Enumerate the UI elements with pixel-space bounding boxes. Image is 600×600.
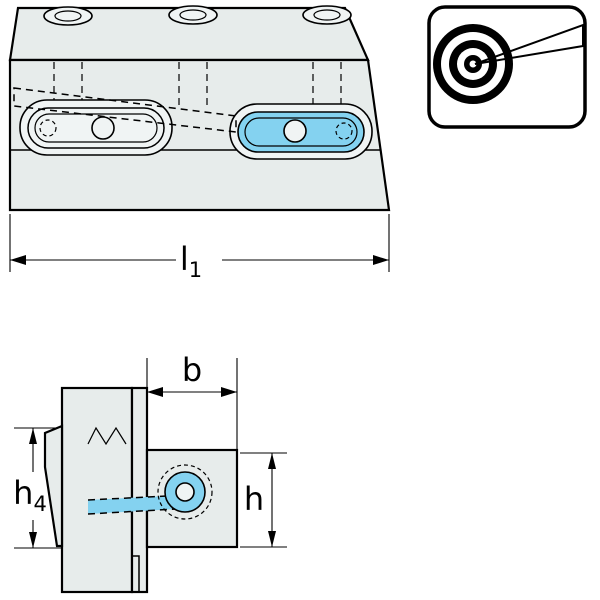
hidden-hole-lines (53, 62, 342, 108)
block-front-view: l1 (8, 5, 391, 282)
coolant-icon (427, 5, 587, 129)
dimension-h-label: h (244, 480, 264, 518)
flange-plate (60, 386, 134, 594)
coolant-outlet-left (39, 119, 57, 137)
clamp-screw-right (283, 119, 307, 143)
coolant-jet-icon (474, 23, 584, 65)
dimension-b-label: b (182, 351, 202, 389)
coolant-channel-front (13, 87, 237, 133)
clamp-slot-right-inner (244, 117, 358, 147)
clamp-slot-left-inner (34, 113, 158, 143)
dimension-l1-label: l1 (180, 240, 202, 282)
dimension-l1: l1 (9, 214, 390, 282)
dovetail-rail (43, 424, 64, 548)
coolant-icon-frame (427, 5, 587, 129)
coolant-bore-dashed (157, 464, 213, 520)
clamp-screw-left (91, 116, 115, 140)
coolant-bore-inner (175, 482, 195, 502)
coolant-channel-top-edge (87, 481, 183, 501)
thread-detail (87, 426, 127, 446)
clamp-slot-left-mid (27, 107, 165, 149)
dimension-h4-label: h4 (13, 474, 47, 516)
bottom-notch (132, 555, 140, 592)
dimension-h4: h4 (13, 427, 62, 549)
dimension-b: b (146, 351, 238, 450)
counterbore-holes (43, 5, 352, 26)
block-side-view: b h4 h (13, 351, 287, 594)
coolant-outlet-right (335, 122, 353, 140)
target-icon (433, 24, 513, 104)
block-front-face (8, 58, 391, 212)
dimension-h: h (240, 452, 287, 548)
